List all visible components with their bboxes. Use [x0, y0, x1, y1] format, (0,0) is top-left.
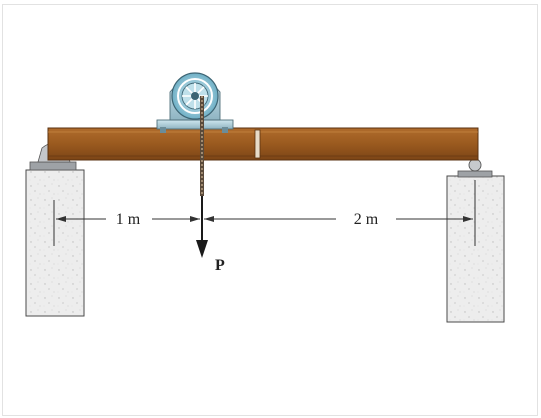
load-label: P — [215, 257, 225, 274]
winch-pulley-icon — [156, 72, 234, 133]
dimension-right — [204, 216, 473, 222]
left-pier — [25, 169, 85, 317]
figure-frame — [2, 4, 538, 416]
right-span-label: 2 m — [354, 211, 379, 228]
load-arrow — [196, 196, 208, 258]
reference-lines — [53, 180, 476, 246]
wooden-beam — [47, 127, 479, 161]
dimension-left — [56, 216, 200, 222]
roller-support-icon — [457, 158, 493, 178]
left-span-label: 1 m — [116, 211, 141, 228]
